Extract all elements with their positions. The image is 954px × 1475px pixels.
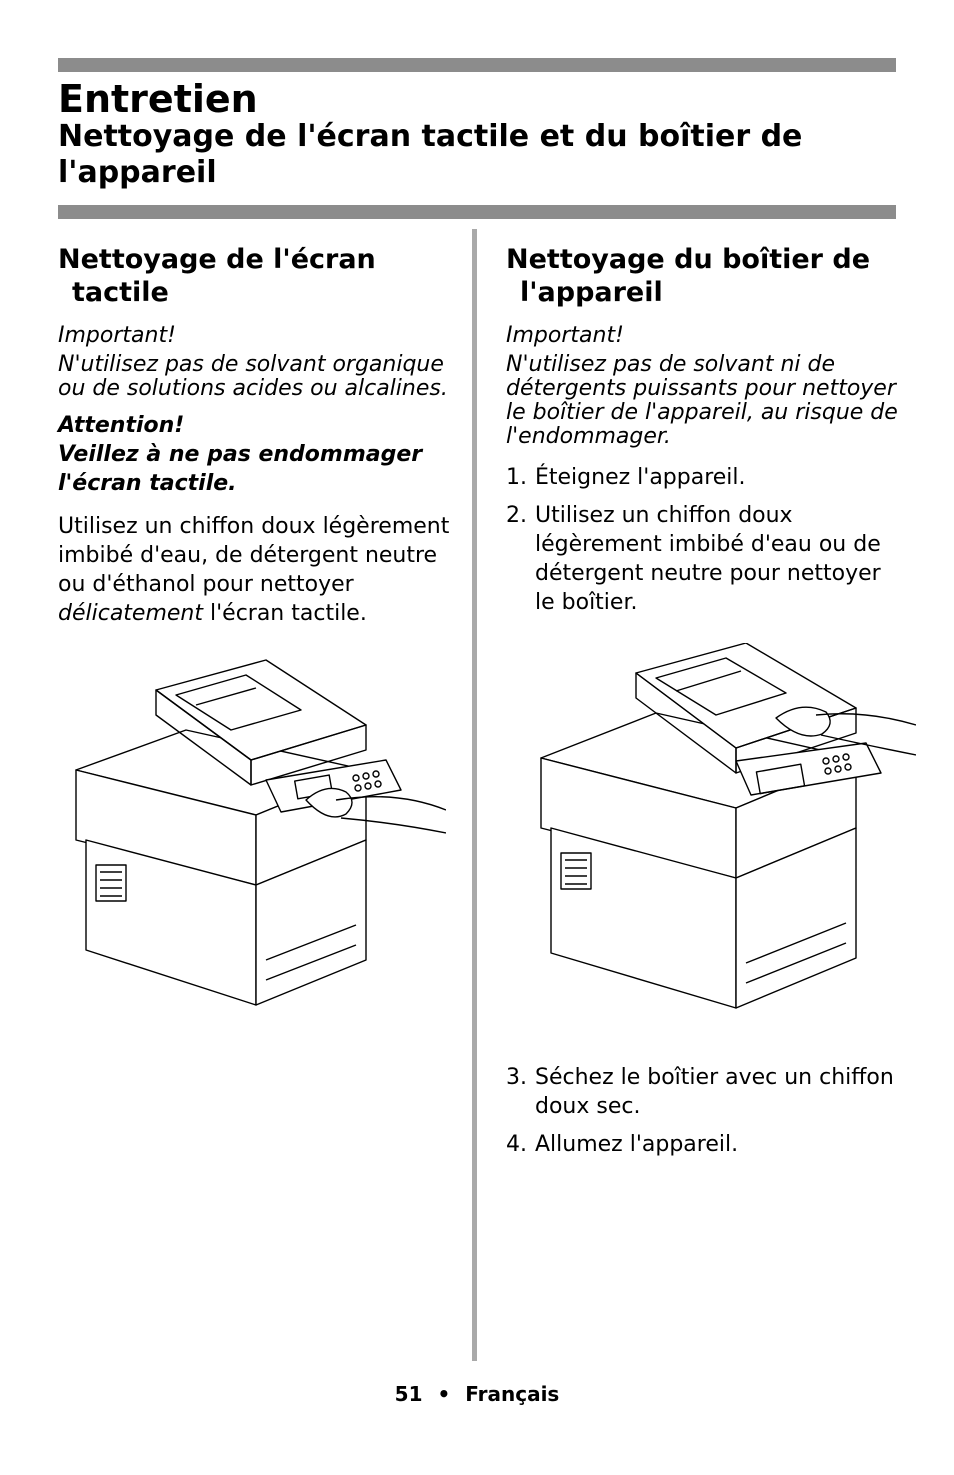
footer-language: Français	[465, 1382, 560, 1406]
step-item: 3. Séchez le boîtier avec un chiffon doux…	[506, 1063, 906, 1121]
page-title: Entretien	[58, 77, 258, 121]
attention-label: Attention!	[58, 413, 185, 438]
step-item: 2. Utilisez un chiffon doux légèrement im…	[506, 501, 906, 617]
important-note: N'utilisez pas de solvant organique ou d…	[58, 352, 448, 401]
page-number: 51	[394, 1382, 423, 1406]
instructions-paragraph: Utilisez un chiffon doux légèrement imbi…	[58, 512, 458, 628]
section-housing: Nettoyage du boîtier de l'appareil Impor…	[506, 243, 916, 1168]
page-footer: 51 • Français	[0, 1382, 954, 1406]
step-text: Utilisez un chiffon doux légèrement imbi…	[535, 503, 881, 615]
steps-list: 1. Éteignez l'appareil. 2. Utilisez un chif…	[506, 463, 906, 617]
step-number: 2.	[506, 503, 527, 528]
heading-line-2: tactile	[72, 277, 169, 308]
section-touchscreen: Nettoyage de l'écran tactile Important! …	[58, 243, 458, 1020]
step-item: 4. Allumez l'appareil.	[506, 1130, 906, 1159]
step-number: 4.	[506, 1132, 527, 1157]
step-text: Séchez le boîtier avec un chiffon doux s…	[535, 1065, 894, 1119]
heading-line-2: l'appareil	[520, 277, 663, 308]
printer-housing-cleaning-illustration	[540, 643, 916, 1009]
steps-list-continued: 3. Séchez le boîtier avec un chiffon doux…	[506, 1063, 906, 1159]
section-heading-touchscreen: Nettoyage de l'écran tactile	[58, 243, 458, 309]
heading-line-1: Nettoyage du boîtier de	[506, 244, 871, 275]
instructions-text: Utilisez un chiffon doux légèrement imbi…	[58, 514, 450, 597]
attention-note: Veillez à ne pas endommager l'écran tact…	[58, 442, 423, 496]
step-text: Allumez l'appareil.	[535, 1132, 739, 1157]
step-number: 1.	[506, 465, 527, 490]
section-heading-housing: Nettoyage du boîtier de l'appareil	[506, 243, 906, 309]
important-note: N'utilisez pas de solvant ni de détergen…	[506, 352, 898, 449]
column-divider	[472, 229, 477, 1361]
step-text: Éteignez l'appareil.	[535, 465, 746, 490]
heading-line-1: Nettoyage de l'écran	[58, 244, 376, 275]
page-subtitle: Nettoyage de l'écran tactile et du boîti…	[58, 119, 803, 190]
header-rule-top	[58, 58, 896, 72]
important-label: Important!	[58, 323, 176, 348]
important-label: Important!	[506, 323, 624, 348]
instructions-emphasis: délicatement	[58, 601, 203, 626]
header-rule-bottom	[58, 205, 896, 219]
printer-touchscreen-cleaning-illustration	[75, 659, 446, 1006]
step-item: 1. Éteignez l'appareil.	[506, 463, 906, 492]
footer-bullet: •	[437, 1382, 451, 1406]
instructions-text-end: l'écran tactile.	[203, 601, 367, 626]
step-number: 3.	[506, 1065, 527, 1090]
